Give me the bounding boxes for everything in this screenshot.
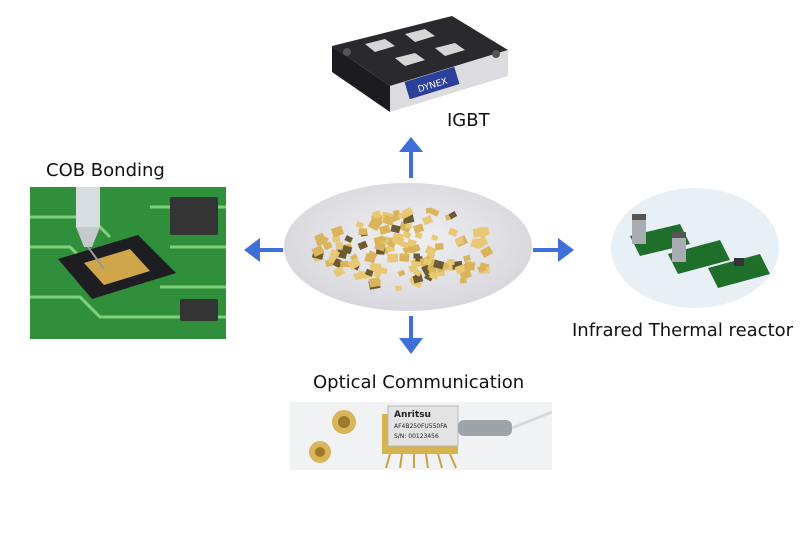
- gold-chip: [401, 241, 409, 249]
- gold-chip: [373, 219, 382, 227]
- gold-chip: [391, 234, 405, 247]
- gold-chip: [422, 257, 432, 266]
- gold-chip: [382, 214, 395, 226]
- gold-chip: [379, 235, 387, 243]
- gold-chip: [344, 235, 353, 244]
- gold-chip: [454, 236, 465, 246]
- arrow-down: [399, 316, 423, 354]
- gold-chip: [425, 251, 436, 261]
- gold-chip: [329, 248, 341, 259]
- gold-chip: [322, 241, 333, 251]
- arrow-up: [399, 137, 423, 178]
- gold-chip: [373, 270, 382, 279]
- gold-chip: [474, 236, 489, 249]
- gold-chip: [480, 245, 494, 258]
- gold-chip: [447, 227, 459, 238]
- gold-chip: [430, 208, 440, 217]
- igbt-label: IGBT: [447, 110, 490, 131]
- gold-chip: [387, 253, 399, 263]
- gold-chip: [349, 253, 359, 262]
- gold-chip: [315, 239, 324, 247]
- gold-chip: [371, 215, 383, 224]
- gold-chip: [390, 224, 401, 234]
- infrared-thermal-reactor-label: Infrared Thermal reactor: [572, 320, 794, 341]
- gold-chip: [431, 234, 439, 242]
- arrow-left: [244, 238, 283, 262]
- gold-chip: [446, 258, 455, 266]
- optical-communication-image: Anritsu AF4B250FU550FA S/N: 00123456: [290, 402, 552, 470]
- gold-chip: [408, 263, 419, 273]
- gold-chip: [421, 214, 434, 226]
- gold-chip: [336, 249, 348, 260]
- gold-chip: [410, 243, 421, 253]
- gold-chip: [335, 242, 343, 249]
- gold-chip: [397, 269, 406, 277]
- cob-bonding-label: COB Bonding: [46, 160, 165, 181]
- chip-plate-image: [284, 183, 532, 311]
- gold-chip: [459, 277, 467, 284]
- gold-chip: [371, 210, 382, 220]
- gold-chip: [370, 263, 382, 273]
- gold-chip: [311, 245, 325, 257]
- gold-chip: [407, 238, 417, 248]
- anritsu-serial-text: S/N: 00123456: [394, 433, 439, 440]
- gold-chip: [347, 257, 361, 271]
- gold-chip: [358, 228, 367, 235]
- gold-chip: [402, 230, 412, 240]
- igbt-module-image: DYNEX: [332, 16, 508, 112]
- anritsu-brand-text: Anritsu: [394, 410, 431, 420]
- gold-chip: [414, 231, 423, 240]
- gold-chip: [424, 272, 434, 282]
- gold-chip: [367, 250, 378, 261]
- gold-chip: [340, 261, 348, 268]
- gold-chip: [463, 254, 472, 262]
- gold-chip: [405, 223, 412, 229]
- gold-chip: [331, 225, 345, 238]
- anritsu-model-text: AF4B250FU550FA: [394, 423, 448, 430]
- gold-chip: [378, 224, 391, 235]
- gold-chip: [425, 207, 433, 214]
- gold-chip: [313, 232, 326, 244]
- gold-chip: [357, 240, 368, 251]
- gold-chip: [374, 240, 387, 252]
- gold-chip: [413, 223, 425, 234]
- infrared-sensor-image: [611, 188, 779, 308]
- gold-chip: [477, 264, 487, 274]
- gold-chip: [367, 218, 381, 232]
- gold-chip: [399, 253, 410, 262]
- gold-chip: [433, 259, 445, 270]
- gold-chip: [332, 266, 346, 278]
- gold-chip: [448, 211, 458, 220]
- gold-chip: [454, 264, 466, 275]
- gold-chip: [397, 212, 406, 220]
- gold-chip: [393, 209, 400, 216]
- gold-chip: [429, 271, 439, 280]
- cob-bonding-image: [30, 187, 226, 339]
- arrow-right: [533, 238, 574, 262]
- gold-chip: [402, 244, 413, 255]
- optical-communication-label: Optical Communication: [313, 372, 525, 393]
- gold-chip: [379, 267, 388, 275]
- gold-chip: [434, 242, 444, 251]
- gold-chip: [412, 274, 424, 284]
- gold-chip: [364, 268, 374, 277]
- gold-chip: [395, 285, 402, 291]
- gold-chip: [464, 261, 476, 271]
- gold-chip: [368, 277, 381, 288]
- gold-chip: [355, 220, 365, 229]
- gold-chip: [332, 235, 341, 243]
- gold-chip: [478, 227, 489, 236]
